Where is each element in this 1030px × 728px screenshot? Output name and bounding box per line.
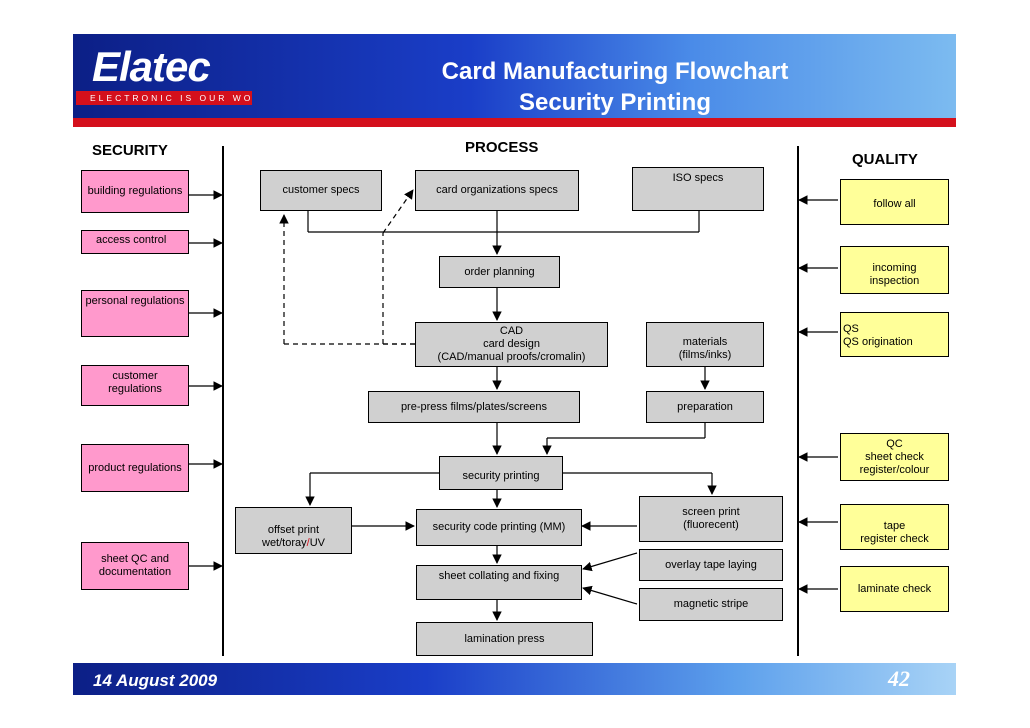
process-heading: PROCESS xyxy=(465,139,539,156)
qs-origination-label: QS origination xyxy=(843,336,913,348)
tape-label: tape xyxy=(883,519,906,532)
incoming-label: incoming xyxy=(872,261,917,274)
logo-tagline: ELECTRONIC IS OUR WORLD xyxy=(76,91,252,105)
screen-print-fluorescent: (fluorecent) xyxy=(683,519,739,531)
security-divider xyxy=(222,146,224,656)
security-heading: SECURITY xyxy=(92,142,168,159)
offset-print-types: wet/toray/UV xyxy=(262,537,325,550)
process-lamination-press: lamination press xyxy=(416,622,593,656)
process-sheet-collating: sheet collating and fixing xyxy=(416,565,582,600)
qc-register-colour-label: register/colour xyxy=(859,463,930,476)
process-prepress: pre-press films/plates/screens xyxy=(368,391,580,423)
screen-print-label: screen print xyxy=(682,506,740,518)
security-access-control: access control xyxy=(81,230,189,254)
process-offset-print: offset print wet/toray/UV xyxy=(235,507,352,554)
process-iso-specs: ISO specs xyxy=(632,167,764,211)
process-cad-card-design: CAD card design (CAD/manual proofs/croma… xyxy=(415,322,608,367)
process-preparation: preparation xyxy=(646,391,764,423)
title-line-1: Card Manufacturing Flowchart xyxy=(441,58,789,85)
header-banner xyxy=(73,34,956,127)
page-number: 42 xyxy=(888,666,910,691)
quality-laminate-check: laminate check xyxy=(840,566,949,612)
title-line-2: Security Printing xyxy=(518,89,712,116)
footer-banner xyxy=(73,663,956,695)
offset-wet-toray: wet/toray xyxy=(262,537,307,549)
elatec-logo: Elatec xyxy=(92,43,211,90)
qc-sheet-check-label: sheet check xyxy=(865,450,924,463)
slide-title: Card Manufacturing Flowchart Security Pr… xyxy=(380,56,850,118)
footer-date: 14 August 2009 xyxy=(93,671,218,690)
cad-proofs-label: (CAD/manual proofs/cromalin) xyxy=(437,351,586,363)
process-security-printing: security printing xyxy=(439,456,563,490)
header-red-band xyxy=(73,118,956,127)
quality-qs-origination: QS QS origination xyxy=(840,312,949,357)
quality-divider xyxy=(797,146,799,656)
quality-tape-register-check: tape register check xyxy=(840,504,949,550)
process-security-code-printing: security code printing (MM) xyxy=(416,509,582,546)
process-order-planning: order planning xyxy=(439,256,560,288)
cad-label: CAD xyxy=(499,325,524,337)
quality-incoming-inspection: incoming inspection xyxy=(840,246,949,294)
security-sheet-qc-documentation: sheet QC and documentation xyxy=(81,542,189,590)
offset-print-label: offset print xyxy=(267,524,320,536)
offset-uv: UV xyxy=(309,537,325,549)
process-overlay-tape-laying: overlay tape laying xyxy=(639,549,783,581)
offset-separator: / xyxy=(306,537,310,549)
process-screen-print: screen print (fluorecent) xyxy=(639,496,783,542)
process-customer-specs: customer specs xyxy=(260,170,382,211)
materials-label: materials xyxy=(682,336,728,348)
quality-heading: QUALITY xyxy=(852,151,918,168)
security-product-regulations: product regulations xyxy=(81,444,189,492)
tape-register-check-label: register check xyxy=(860,532,929,545)
qc-label: QC xyxy=(886,437,903,450)
security-personal-regulations: personal regulations xyxy=(81,290,189,337)
quality-follow-all: follow all xyxy=(840,179,949,225)
process-magnetic-stripe: magnetic stripe xyxy=(639,588,783,621)
cad-card-design-label: card design xyxy=(483,338,540,350)
quality-qc-sheet-check: QC sheet check register/colour xyxy=(840,433,949,481)
security-customer-regulations: customer regulations xyxy=(81,365,189,406)
qs-label: QS xyxy=(843,323,859,335)
materials-films-inks-label: (films/inks) xyxy=(678,349,732,361)
security-building-regulations: building regulations xyxy=(81,170,189,213)
process-materials: materials (films/inks) xyxy=(646,322,764,367)
inspection-label: inspection xyxy=(869,274,920,287)
process-card-organizations-specs: card organizations specs xyxy=(415,170,579,211)
